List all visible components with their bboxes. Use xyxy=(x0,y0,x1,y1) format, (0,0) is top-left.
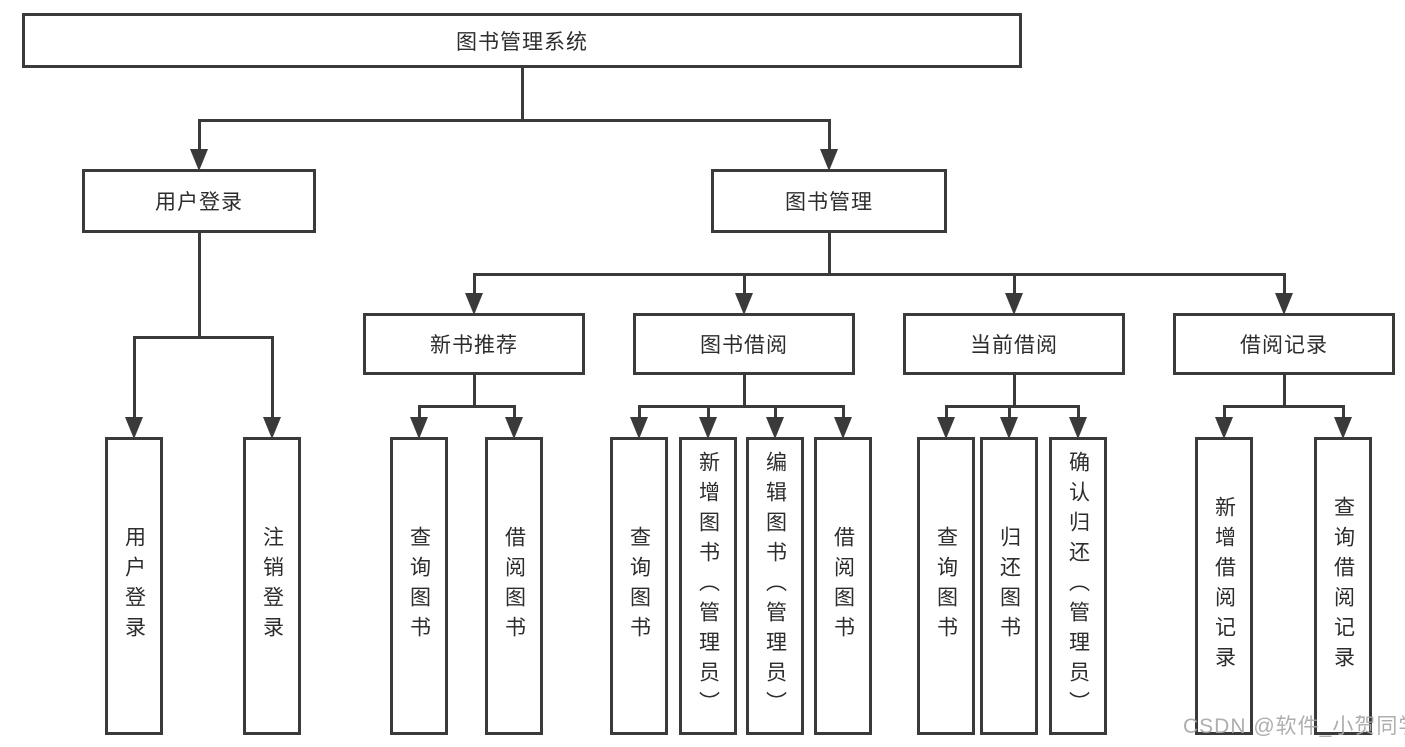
node-query-books-3: 查询图书 xyxy=(917,437,975,735)
arrowhead-down-icon xyxy=(410,417,428,439)
connector-line xyxy=(827,119,831,149)
arrowhead-down-icon xyxy=(1334,417,1352,439)
arrowhead-down-icon xyxy=(630,417,648,439)
arrowhead-down-icon xyxy=(735,293,753,315)
watermark: CSDN @软件_小贺同学 xyxy=(1183,715,1405,738)
node-add-book-admin: 新增图书（管理员） xyxy=(679,437,737,735)
node-user-login: 用户登录 xyxy=(82,169,316,233)
node-borrow-books-1: 借阅图书 xyxy=(485,437,543,735)
node-user-login-leaf: 用户登录 xyxy=(105,437,163,735)
connector-line xyxy=(742,273,746,293)
connector-line xyxy=(827,233,831,276)
connector-line xyxy=(841,405,845,417)
connector-line xyxy=(472,273,1286,276)
connector-line xyxy=(637,405,845,408)
arrowhead-down-icon xyxy=(263,417,281,439)
arrowhead-down-icon xyxy=(1215,417,1233,439)
connector-line xyxy=(197,119,201,149)
connector-line xyxy=(1222,405,1226,417)
connector-line xyxy=(1012,273,1016,293)
arrowhead-down-icon xyxy=(465,293,483,315)
node-borrow-books-2: 借阅图书 xyxy=(814,437,872,735)
arrowhead-down-icon xyxy=(1275,293,1293,315)
arrowhead-down-icon xyxy=(190,149,208,171)
node-new-book-recommend: 新书推荐 xyxy=(363,313,585,375)
arrowhead-down-icon xyxy=(505,417,523,439)
connector-line xyxy=(520,68,524,122)
connector-line xyxy=(706,405,710,417)
connector-line xyxy=(1341,405,1345,417)
connector-line xyxy=(197,119,831,122)
arrowhead-down-icon xyxy=(766,417,784,439)
connector-line xyxy=(132,336,274,339)
node-book-borrow: 图书借阅 xyxy=(633,313,855,375)
node-query-books-1: 查询图书 xyxy=(390,437,448,735)
connector-line xyxy=(417,405,421,417)
connector-line xyxy=(512,405,516,417)
connector-line xyxy=(1012,375,1016,408)
node-confirm-return-admin: 确认归还（管理员） xyxy=(1049,437,1107,735)
node-borrow-records: 借阅记录 xyxy=(1173,313,1395,375)
connector-line xyxy=(1222,405,1345,408)
arrowhead-down-icon xyxy=(699,417,717,439)
connector-line xyxy=(197,233,201,339)
connector-line xyxy=(944,405,948,417)
connector-line xyxy=(472,273,476,293)
connector-line xyxy=(1076,405,1080,417)
connector-line xyxy=(944,405,1080,408)
node-return-book: 归还图书 xyxy=(980,437,1038,735)
connector-line xyxy=(773,405,777,417)
arrowhead-down-icon xyxy=(1000,417,1018,439)
node-query-borrow-record: 查询借阅记录 xyxy=(1314,437,1372,735)
connector-line xyxy=(132,336,136,417)
node-root: 图书管理系统 xyxy=(22,13,1022,68)
node-edit-book-admin: 编辑图书（管理员） xyxy=(746,437,804,735)
connector-line xyxy=(1282,375,1286,408)
connector-line xyxy=(417,405,516,408)
node-book-management: 图书管理 xyxy=(711,169,947,233)
connector-line xyxy=(472,375,476,408)
arrowhead-down-icon xyxy=(1005,293,1023,315)
connector-line xyxy=(742,375,746,408)
arrowhead-down-icon xyxy=(1069,417,1087,439)
connector-line xyxy=(1282,273,1286,293)
node-current-borrow: 当前借阅 xyxy=(903,313,1125,375)
arrowhead-down-icon xyxy=(125,417,143,439)
node-logout-leaf: 注销登录 xyxy=(243,437,301,735)
arrowhead-down-icon xyxy=(834,417,852,439)
connector-line xyxy=(1007,405,1011,417)
arrowhead-down-icon xyxy=(820,149,838,171)
connector-line xyxy=(637,405,641,417)
node-query-books-2: 查询图书 xyxy=(610,437,668,735)
connector-line xyxy=(270,336,274,417)
node-add-borrow-record: 新增借阅记录 xyxy=(1195,437,1253,735)
arrowhead-down-icon xyxy=(937,417,955,439)
